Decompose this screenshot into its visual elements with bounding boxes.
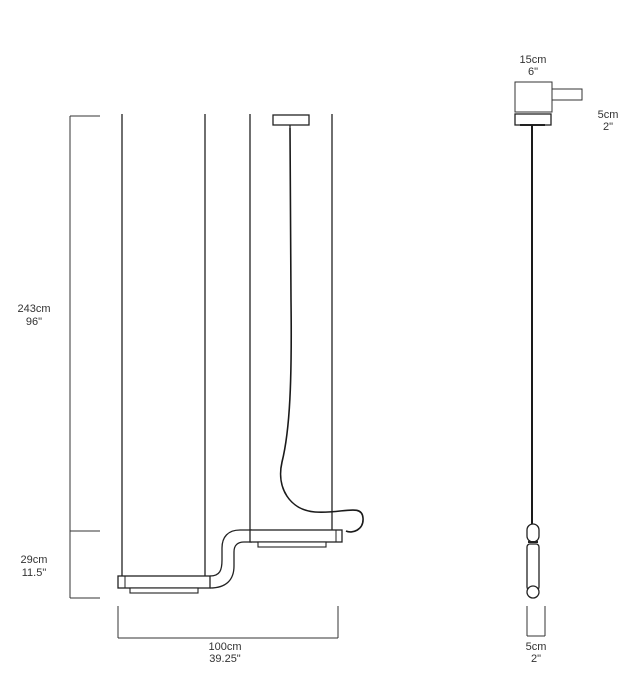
width-label-backdrop [190,640,260,666]
lower-diffuser [129,587,199,594]
canopy-side-plate [514,113,552,126]
total-height-cm-label: 243cm [17,303,50,315]
side-bend-tube [526,543,540,591]
width-in-label: 39.25" [209,653,241,665]
width-cm-label: 100cm [208,641,241,653]
canopy-width-in-label: 6" [528,66,538,78]
upper-tube [249,529,343,543]
suspension-wires [121,114,333,577]
canopy-depth-in-label: 2" [603,121,613,133]
lamp-body-front [117,529,343,594]
width-dimension: 100cm 39.25" [117,606,339,666]
power-cable [279,127,364,533]
side-lower-tube-end [526,585,540,599]
body-height-cm-label: 29cm [21,554,48,566]
body-height-label-backdrop [8,552,58,580]
canopy-width-cm-label: 15cm [520,54,547,66]
upper-diffuser [257,541,327,548]
side-upper-tube-end [526,523,540,543]
lower-tube [117,575,211,589]
tube-bend-outer [209,529,252,577]
body-depth-cm-label: 5cm [526,641,547,653]
body-depth-in-label: 2" [531,653,541,665]
height-dimension: 243cm 96" 29cm 11.5" [8,115,100,599]
height-label-backdrop [8,300,58,330]
side-view: 15cm 6" 5cm 2" 5cm 2" [514,54,619,665]
canopy-front [272,114,310,128]
canopy-side-bracket [551,88,583,101]
tube-bend-inner [209,541,252,589]
canopy-side-box [514,81,553,113]
total-height-in-label: 96" [26,316,42,328]
canopy-front-body [272,114,310,126]
canopy-depth-cm-label: 5cm [598,109,619,121]
body-height-in-label: 11.5" [22,567,47,579]
